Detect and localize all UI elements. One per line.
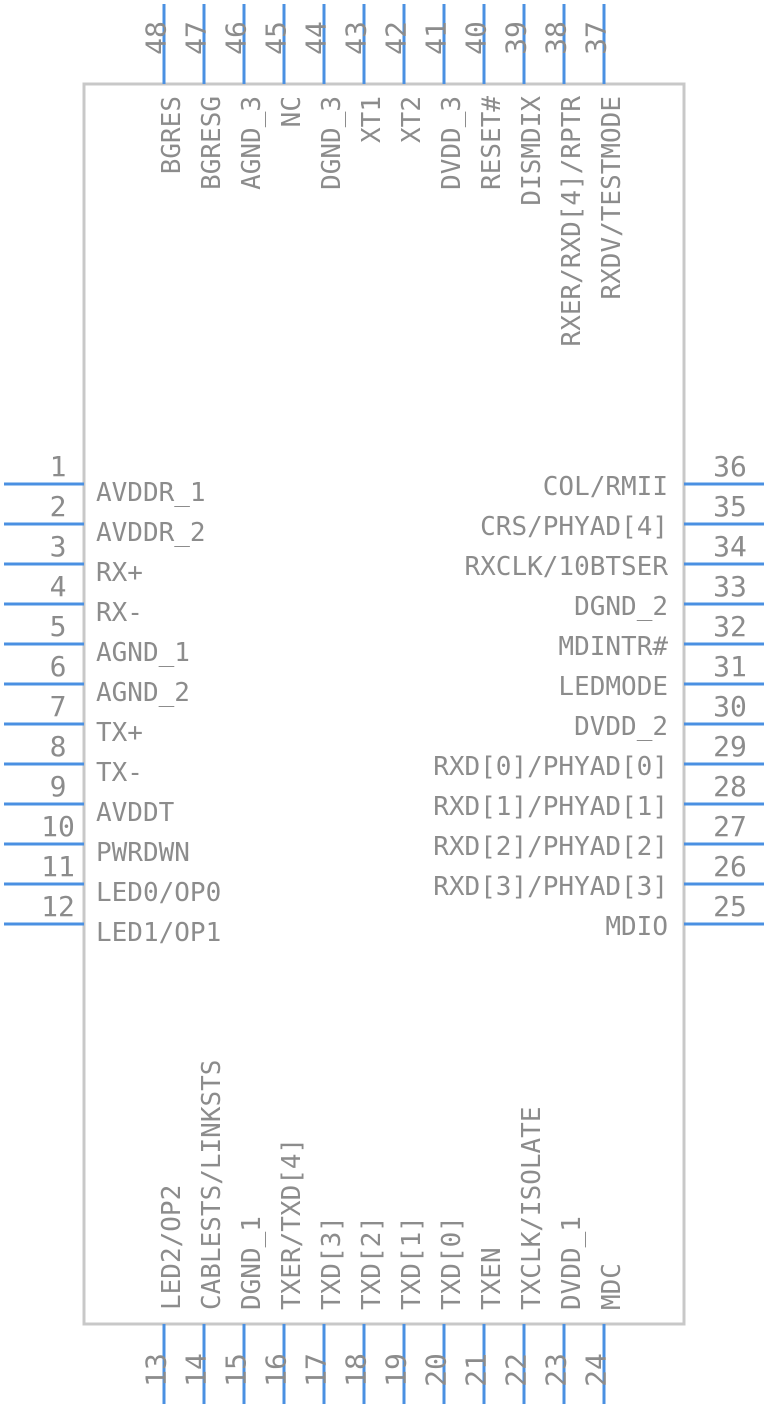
pin-13-number: 13 (140, 1353, 173, 1387)
pin-36-number: 36 (713, 450, 747, 483)
pin-28-label: RXD[1]/PHYAD[1] (433, 792, 668, 822)
pin-41-label: DVDD_3 (437, 96, 467, 190)
pin-18-number: 18 (340, 1353, 373, 1387)
pin-34-label: RXCLK/10BTSER (465, 552, 669, 582)
pin-9-number: 9 (50, 770, 67, 803)
pin-29-label: RXD[0]/PHYAD[0] (433, 752, 668, 782)
pin-15-label: DGND_1 (237, 1216, 267, 1310)
pin-23-number: 23 (540, 1353, 573, 1387)
pin-32-number: 32 (713, 610, 747, 643)
pin-40-number: 40 (460, 21, 493, 55)
pin-38-number: 38 (540, 21, 573, 55)
pin-42-label: XT2 (397, 96, 427, 143)
pin-19-label: TXD[1] (397, 1216, 427, 1310)
pin-1-label: AVDDR_1 (96, 478, 206, 508)
pin-8-number: 8 (50, 730, 67, 763)
pin-3-number: 3 (50, 530, 67, 563)
pin-2-number: 2 (50, 490, 67, 523)
pin-46-label: AGND_3 (237, 96, 267, 190)
pin-25-label: MDIO (605, 912, 668, 942)
pin-5-label: AGND_1 (96, 638, 190, 668)
pin-45-number: 45 (260, 21, 293, 55)
pin-43-label: XT1 (357, 96, 387, 143)
pin-3-label: RX+ (96, 558, 143, 588)
pin-1-number: 1 (50, 450, 67, 483)
pin-36-label: COL/RMII (543, 472, 668, 502)
pin-48-label: BGRES (157, 96, 187, 174)
pin-31-number: 31 (713, 650, 747, 683)
pin-11-number: 11 (41, 850, 75, 883)
pin-24-number: 24 (580, 1353, 613, 1387)
pin-32-label: MDINTR# (558, 632, 668, 662)
pin-7-label: TX+ (96, 718, 143, 748)
pin-9-label: AVDDT (96, 798, 175, 828)
pin-40-label: RESET# (477, 96, 507, 190)
pin-19-number: 19 (380, 1353, 413, 1387)
pin-43-number: 43 (340, 21, 373, 55)
pin-17-number: 17 (300, 1353, 333, 1387)
pin-47-number: 47 (180, 21, 213, 55)
pin-48-number: 48 (140, 21, 173, 55)
pin-28-number: 28 (713, 770, 747, 803)
pin-21-label: TXEN (477, 1247, 507, 1310)
pin-27-number: 27 (713, 810, 747, 843)
pin-14-number: 14 (180, 1353, 213, 1387)
pin-27-label: RXD[2]/PHYAD[2] (433, 832, 668, 862)
pin-33-number: 33 (713, 570, 747, 603)
pin-25-number: 25 (713, 890, 747, 923)
pin-12-label: LED1/OP1 (96, 918, 221, 948)
pin-18-label: TXD[2] (357, 1216, 387, 1310)
pin-21-number: 21 (460, 1353, 493, 1387)
pin-4-label: RX- (96, 598, 143, 628)
pin-16-label: TXER/TXD[4] (277, 1138, 307, 1310)
pin-42-number: 42 (380, 21, 413, 55)
pin-8-label: TX- (96, 758, 143, 788)
pin-12-number: 12 (41, 890, 75, 923)
pin-29-number: 29 (713, 730, 747, 763)
pin-4-number: 4 (50, 570, 67, 603)
pin-22-label: TXCLK/ISOLATE (517, 1107, 547, 1311)
pin-44-number: 44 (300, 21, 333, 55)
pin-17-label: TXD[3] (317, 1216, 347, 1310)
pin-10-label: PWRDWN (96, 838, 190, 868)
pin-35-label: CRS/PHYAD[4] (480, 512, 668, 542)
pin-15-number: 15 (220, 1353, 253, 1387)
pin-46-number: 46 (220, 21, 253, 55)
ic-body-outline (82, 82, 686, 1326)
pin-10-number: 10 (41, 810, 75, 843)
pin-39-label: DISMDIX (517, 96, 547, 206)
pin-33-label: DGND_2 (574, 592, 668, 622)
pin-14-label: CABLESTS/LINKSTS (197, 1060, 227, 1310)
pin-20-number: 20 (420, 1353, 453, 1387)
pin-35-number: 35 (713, 490, 747, 523)
pin-41-number: 41 (420, 21, 453, 55)
pin-31-label: LEDMODE (558, 672, 668, 702)
pin-6-label: AGND_2 (96, 678, 190, 708)
pin-16-number: 16 (260, 1353, 293, 1387)
pin-22-number: 22 (500, 1353, 533, 1387)
pin-11-label: LED0/OP0 (96, 878, 221, 908)
pin-37-number: 37 (580, 21, 613, 55)
pins-layer: 1AVDDR_12AVDDR_23RX+4RX-5AGND_16AGND_27T… (4, 4, 764, 1404)
pin-30-number: 30 (713, 690, 747, 723)
pin-37-label: RXDV/TESTMODE (597, 96, 627, 300)
pin-44-label: DGND_3 (317, 96, 347, 190)
pin-23-label: DVDD_1 (557, 1216, 587, 1310)
pin-26-label: RXD[3]/PHYAD[3] (433, 872, 668, 902)
pin-5-number: 5 (50, 610, 67, 643)
pin-30-label: DVDD_2 (574, 712, 668, 742)
pin-24-label: MDC (597, 1263, 627, 1310)
pin-20-label: TXD[0] (437, 1216, 467, 1310)
pin-13-label: LED2/OP2 (157, 1185, 187, 1310)
pin-26-number: 26 (713, 850, 747, 883)
pin-39-number: 39 (500, 21, 533, 55)
pin-7-number: 7 (50, 690, 67, 723)
pin-38-label: RXER/RXD[4]/RPTR (557, 96, 587, 347)
pin-2-label: AVDDR_2 (96, 518, 206, 548)
pin-34-number: 34 (713, 530, 747, 563)
pin-45-label: NC (277, 96, 307, 127)
pin-47-label: BGRESG (197, 96, 227, 190)
pin-6-number: 6 (50, 650, 67, 683)
